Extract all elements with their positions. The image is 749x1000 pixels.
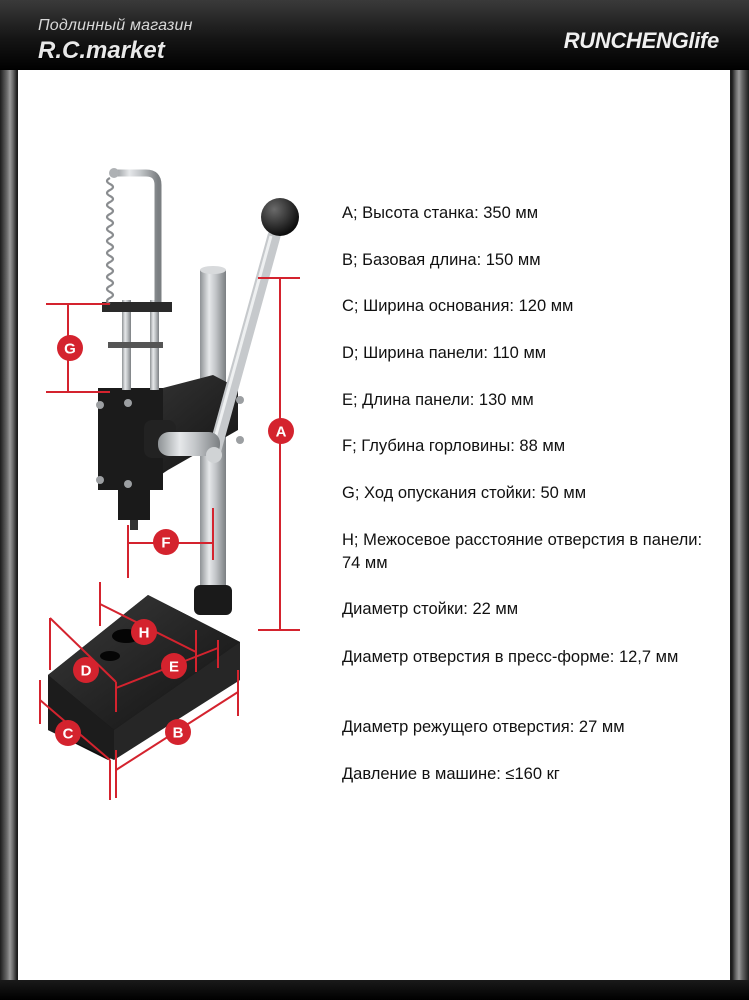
dimension-label-e: E	[161, 653, 187, 679]
spec-item: Диаметр стойки: 22 мм	[342, 600, 519, 618]
spec-item: E; Длина панели: 130 мм	[342, 391, 534, 409]
svg-text:C: C	[63, 726, 74, 743]
svg-text:B: B	[173, 725, 184, 742]
svg-text:D: D	[81, 663, 92, 680]
footer-strip	[0, 980, 749, 1000]
dimension-label-h: H	[131, 619, 157, 645]
header-banner: Подлинный магазин R.C.market RUNCHENGlif…	[0, 0, 749, 70]
spec-item: Диаметр отверстия в пресс-форме: 12,7 мм	[342, 648, 679, 666]
top-plate	[102, 302, 172, 312]
spec-item: Давление в машине: ≤160 кг	[342, 765, 560, 783]
dimension-label-c: C	[55, 720, 81, 746]
svg-text:E: E	[169, 659, 179, 676]
pinion-shaft	[158, 432, 220, 456]
svg-text:H: H	[139, 625, 150, 642]
press-machine-illustration: A G F H D E C B	[39, 168, 300, 800]
dimension-label-d: D	[73, 657, 99, 683]
svg-text:A: A	[276, 424, 287, 441]
spring-hook-rod	[114, 169, 162, 302]
svg-text:F: F	[161, 535, 170, 552]
dimension-lines	[39, 277, 300, 800]
svg-text:G: G	[64, 341, 76, 358]
dimension-label-g: G	[57, 335, 83, 361]
spec-item: Диаметр режущего отверстия: 27 мм	[342, 718, 625, 736]
shop-name-en: R.C.market	[38, 37, 165, 64]
ram-block	[118, 490, 150, 520]
spec-item: B; Базовая длина: 150 мм	[342, 251, 541, 269]
spec-item: D; Ширина панели: 110 мм	[342, 344, 547, 362]
lever-knob	[261, 198, 299, 236]
column-base-collar	[194, 585, 232, 615]
dimension-label-a: A	[268, 418, 294, 444]
shop-name-ru: Подлинный магазин	[38, 17, 193, 34]
spec-item: G; Ход опускания стойки: 50 мм	[342, 484, 587, 502]
spec-item: A; Высота станка: 350 мм	[342, 204, 539, 222]
spec-item: F; Глубина горловины: 88 мм	[342, 437, 566, 455]
return-spring	[105, 177, 115, 305]
dimension-label-f: F	[153, 529, 179, 555]
spec-item: H; Межосевое расстояние отверстия в пане…	[342, 531, 703, 572]
lever-handle	[207, 229, 281, 460]
spec-item: C; Ширина основания: 120 мм	[342, 297, 574, 315]
brand-logo-text: RUNCHENGlife	[563, 28, 720, 53]
dimension-label-b: B	[165, 719, 191, 745]
